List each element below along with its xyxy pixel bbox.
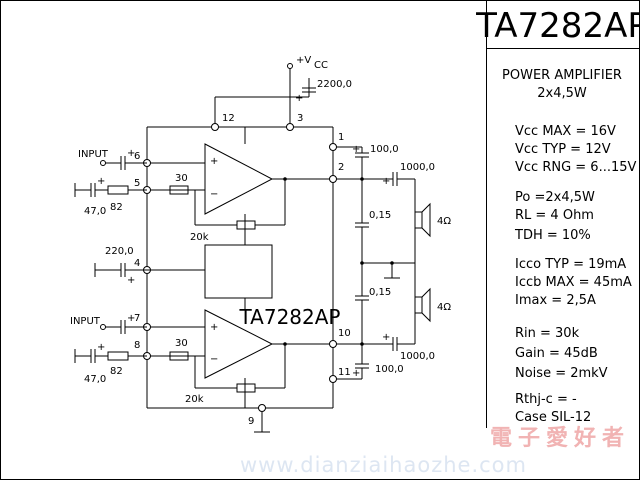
- ic-body: [146, 126, 334, 409]
- svg-text:+: +: [127, 148, 135, 159]
- pin-1-label: 1: [338, 132, 344, 143]
- bootstrap-cap-lower: + 100,0: [336, 344, 404, 380]
- cap-220-label: 220,0: [105, 246, 134, 257]
- pin-7-label: 7: [134, 313, 140, 324]
- spec-rl: RL = 4 Ohm: [515, 208, 594, 223]
- bias-block: [204, 244, 273, 299]
- ground-pin-9: 9: [248, 404, 270, 433]
- zobel-network: 0,15 0,15: [355, 179, 415, 344]
- cap-100-b-label: 100,0: [375, 364, 404, 375]
- svg-text:+: +: [210, 156, 218, 167]
- pin-4-label: 4: [134, 258, 140, 269]
- pin-5-label: 5: [134, 178, 140, 189]
- input-2-network: INPUT + + 47,0 82: [70, 313, 147, 385]
- pin-6-label: 6: [134, 151, 140, 162]
- cap-015-a-label: 0,15: [369, 210, 391, 221]
- spec-vcc-max: Vcc MAX = 16V: [515, 124, 616, 139]
- vcc-subscript: CC: [314, 60, 328, 71]
- svg-text:+: +: [97, 176, 105, 187]
- res-30-b-label: 30: [175, 338, 188, 349]
- svg-text:+: +: [382, 176, 390, 187]
- amp-upper: + − 30 20k: [147, 127, 333, 245]
- res-20k-a-label: 20k: [190, 232, 209, 243]
- cap-1000-b-label: 1000,0: [400, 351, 435, 362]
- svg-text:+: +: [210, 322, 218, 333]
- speaker-a-label: 4Ω: [437, 216, 451, 227]
- spec-po: Po =2x4,5W: [515, 190, 595, 205]
- res-82-a-label: 82: [110, 202, 123, 213]
- pin-2-label: 2: [338, 162, 344, 173]
- bootstrap-cap-upper: + 100,0: [336, 144, 399, 179]
- svg-text:+: +: [352, 368, 360, 379]
- res-20k-b-label: 20k: [185, 394, 204, 405]
- amp-lower: + − 30 20k: [147, 309, 333, 408]
- vcc-supply: +V CC + 2200,0: [214, 55, 352, 127]
- input-2-label: INPUT: [70, 316, 101, 327]
- vcc-label: +V: [296, 55, 311, 66]
- pin-node-10: [329, 340, 337, 348]
- pin-3-label: 3: [297, 113, 303, 124]
- input-1-network: INPUT + + 47,0 82: [74, 148, 147, 217]
- res-82-b-label: 82: [110, 366, 123, 377]
- svg-text:−: −: [210, 189, 218, 200]
- pin-10-label: 10: [338, 328, 351, 339]
- cap-1000-a-label: 1000,0: [400, 162, 435, 173]
- svg-text:+: +: [97, 342, 105, 353]
- cap-100-a-label: 100,0: [370, 144, 399, 155]
- spec-line2: 2x4,5W: [537, 86, 587, 101]
- watermark-chinese: 電子愛好者: [490, 425, 630, 451]
- output-cap-upper: + 1000,0: [382, 162, 435, 187]
- title: TA7282AP: [475, 6, 640, 46]
- pin-11-label: 11: [338, 367, 351, 378]
- svg-text:+: +: [382, 332, 390, 343]
- spec-vcc-typ: Vcc TYP = 12V: [515, 142, 611, 157]
- spec-case: Case SIL-12: [515, 410, 591, 425]
- pin-node-11: [329, 375, 337, 383]
- spec-line1: POWER AMPLIFIER: [502, 68, 622, 83]
- spec-icco: Icco TYP = 19mA: [515, 257, 626, 272]
- cap-015-b-label: 0,15: [369, 287, 391, 298]
- spec-panel: POWER AMPLIFIER 2x4,5W Vcc MAX = 16V Vcc…: [502, 68, 636, 425]
- svg-text:−: −: [210, 354, 218, 365]
- pin-node-3: [286, 123, 294, 131]
- cap-2200-label: 2200,0: [317, 79, 352, 90]
- pin-8-label: 8: [134, 340, 140, 351]
- spec-tdh: TDH = 10%: [514, 228, 591, 243]
- speaker-lower: 4Ω: [414, 263, 451, 344]
- pin-4-capacitor: 220,0 +: [94, 246, 205, 286]
- svg-text:+: +: [295, 93, 303, 104]
- svg-text:+: +: [127, 313, 135, 324]
- spec-gain: Gain = 45dB: [515, 346, 598, 361]
- spec-imax: Imax = 2,5A: [515, 293, 596, 308]
- spec-rthj: Rthj-c = -: [515, 392, 577, 407]
- watermark-url: www.dianziaihaozhe.com: [240, 453, 527, 477]
- svg-text:+: +: [352, 144, 360, 155]
- speaker-b-label: 4Ω: [437, 302, 451, 313]
- res-30-a-label: 30: [175, 173, 188, 184]
- pin-node-1: [329, 143, 337, 151]
- input-1-label: INPUT: [78, 149, 109, 160]
- pin-node-2: [329, 175, 337, 183]
- speaker-upper: 4Ω: [414, 179, 451, 263]
- spec-vcc-rng: Vcc RNG = 6...15V: [515, 160, 637, 175]
- spec-iccb: Iccb MAX = 45mA: [515, 275, 632, 290]
- chip-label: TA7282AP: [239, 305, 341, 329]
- spec-noise: Noise = 2mkV: [515, 366, 608, 381]
- spec-rin: Rin = 30k: [515, 326, 580, 341]
- pin-node-12: [211, 123, 219, 131]
- svg-text:+: +: [127, 275, 135, 286]
- pin-12-label: 12: [222, 113, 235, 124]
- pin-9-label: 9: [248, 416, 254, 427]
- cap-47-b-label: 47,0: [84, 374, 106, 385]
- cap-47-a-label: 47,0: [84, 206, 106, 217]
- output-cap-lower: + 1000,0: [382, 332, 435, 362]
